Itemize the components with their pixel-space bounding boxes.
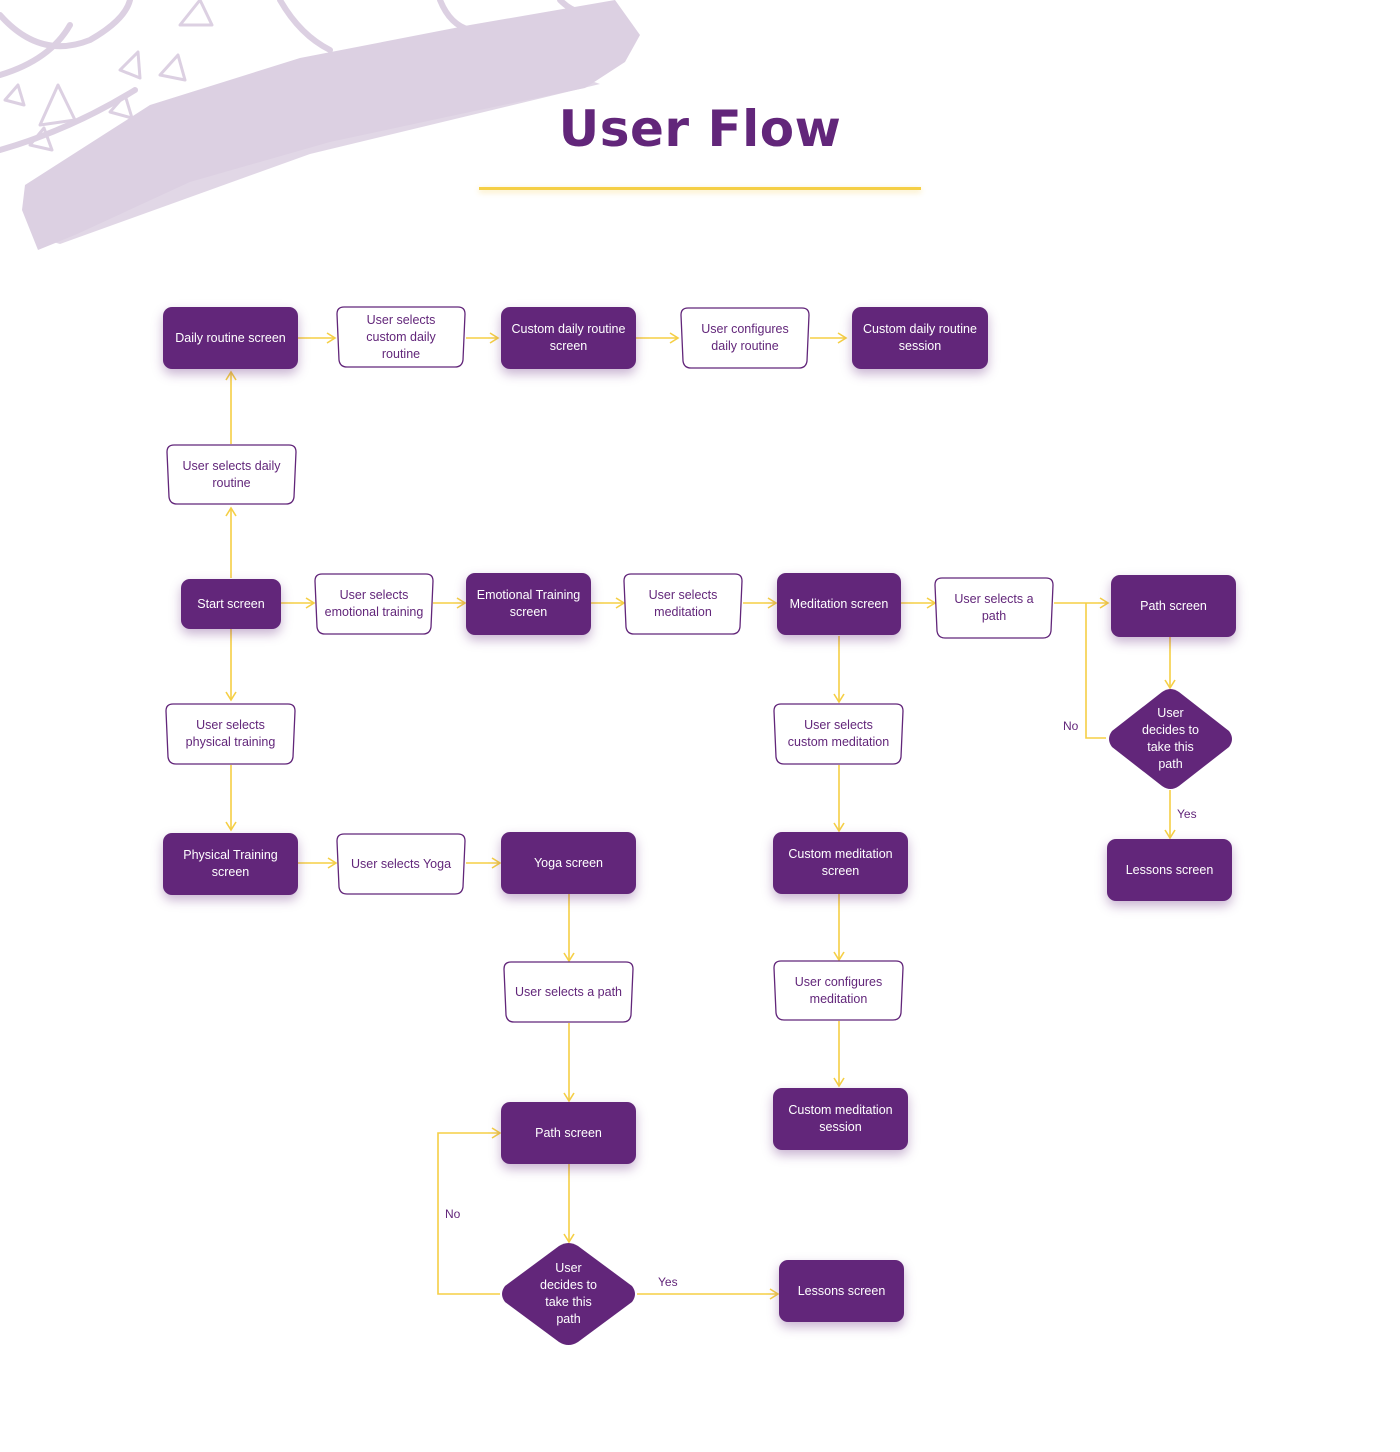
selects-physical-training-node: User selects physical training [165, 703, 296, 765]
node-label: User selects Yoga [350, 856, 452, 871]
node-label: User selects a path [954, 592, 1034, 623]
selects-custom-meditation-node: User selects custom meditation [773, 703, 904, 765]
lessons-screen-bottom-node: Lessons screen [779, 1260, 904, 1322]
node-label: Daily routine screen [175, 330, 286, 345]
node-label: Yoga screen [533, 855, 604, 870]
selects-path-bottom-node: User selects a path [503, 961, 634, 1023]
selects-custom-daily-node: User selects custom daily routine [336, 306, 466, 368]
node-label: Meditation screen [789, 596, 889, 611]
arrow-decision-no-loop [1085, 603, 1106, 739]
node-label: Custom meditation session [788, 1103, 893, 1134]
node-label: Lessons screen [1125, 862, 1214, 877]
selects-path-right-node: User selects a path [934, 577, 1054, 639]
arrow-decision-bottom-no-loop [437, 1127, 502, 1295]
node-label: User selects daily routine [182, 458, 281, 490]
node-label: User decides to take this path [1142, 706, 1199, 771]
selects-meditation-node: User selects meditation [623, 573, 743, 635]
custom-meditation-screen-node: Custom meditation screen [773, 832, 908, 894]
node-label: User selects a path [515, 984, 622, 999]
selects-emotional-training-node: User selects emotional training [314, 573, 434, 635]
node-label: User decides to take this path [540, 1261, 597, 1326]
configures-meditation-node: User configures meditation [773, 960, 904, 1021]
edge-label-no-bottom: No [445, 1207, 461, 1221]
lessons-screen-right-node: Lessons screen [1107, 839, 1232, 901]
node-label: Path screen [535, 1125, 602, 1140]
node-label: Start screen [197, 596, 265, 611]
physical-training-screen-node: Physical Training screen [163, 833, 298, 895]
node-label: Custom daily routine session [863, 322, 977, 353]
edge-label-yes-bottom: Yes [658, 1275, 678, 1289]
node-label: Emotional Training screen [476, 588, 581, 619]
node-label: Custom daily routine screen [511, 322, 626, 353]
custom-daily-routine-screen-node: Custom daily routine screen [501, 307, 636, 369]
decision-bottom-node: User decides to take this path [499, 1242, 638, 1346]
node-label: User configures meditation [794, 974, 883, 1006]
node-label: User selects emotional training [324, 588, 424, 619]
node-label: User selects custom meditation [787, 718, 890, 749]
node-label: Custom meditation screen [788, 847, 893, 878]
meditation-screen-node: Meditation screen [777, 573, 901, 635]
node-label: User configures daily routine [701, 322, 789, 353]
brush-illustration [0, 0, 640, 250]
path-screen-right-node: Path screen [1111, 575, 1236, 637]
node-label: User selects physical training [185, 718, 276, 749]
custom-daily-routine-session-node: Custom daily routine session [852, 307, 988, 369]
node-label: User selects meditation [648, 588, 718, 619]
custom-meditation-session-node: Custom meditation session [773, 1088, 908, 1150]
start-screen-node: Start screen [181, 579, 281, 629]
emotional-training-screen-node: Emotional Training screen [466, 573, 591, 635]
decision-right-node: User decides to take this path [1106, 688, 1235, 790]
path-screen-bottom-node: Path screen [501, 1102, 636, 1164]
yoga-screen-node: Yoga screen [501, 832, 636, 894]
node-label: Physical Training screen [183, 848, 278, 879]
page-title: User Flow [558, 100, 842, 158]
selects-daily-routine-node: User selects daily routine [166, 444, 297, 505]
daily-routine-screen-node: Daily routine screen [163, 307, 298, 369]
edge-label-no-right: No [1063, 719, 1079, 733]
configures-daily-routine-node: User configures daily routine [680, 307, 810, 369]
node-label: Path screen [1140, 598, 1207, 613]
title-underline [479, 187, 921, 190]
node-label: Lessons screen [797, 1283, 886, 1298]
selects-yoga-node: User selects Yoga [336, 833, 466, 895]
edge-label-yes-right: Yes [1177, 807, 1197, 821]
node-label: User selects custom daily routine [366, 312, 436, 361]
